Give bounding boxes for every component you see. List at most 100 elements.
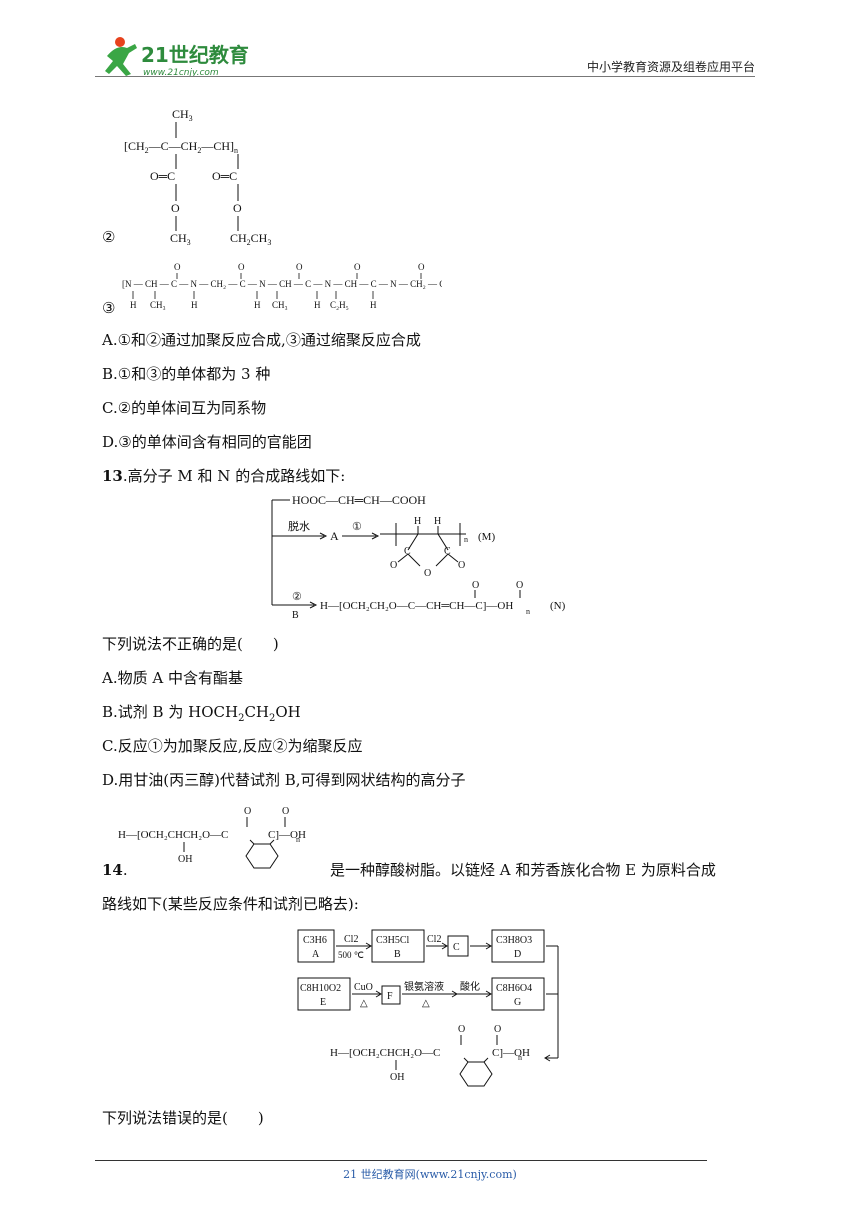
structure-3-label: ③ <box>102 299 116 317</box>
q12-option-c: C.②的单体间互为同系物 <box>102 399 267 417</box>
q12-option-b: B.①和③的单体都为 3 种 <box>102 365 271 383</box>
svg-text:C: C <box>404 546 411 557</box>
svg-text:H: H <box>370 300 377 310</box>
q13-number: 13 <box>102 467 123 485</box>
q12-option-d: D.③的单体间含有相同的官能团 <box>102 433 312 451</box>
q13-stem-text: .高分子 M 和 N 的合成路线如下: <box>122 467 346 485</box>
A-formula: C3H6 <box>303 935 327 946</box>
silver-ammonia: 银氨溶液 <box>404 980 444 993</box>
svg-text:H: H <box>191 300 198 310</box>
C-label: C <box>453 942 460 953</box>
structure-3-polymer: [N — CH — C — N — CH₂ — C — N — CH — C —… <box>122 262 442 310</box>
svg-text:CH2CH3: CH2CH3 <box>230 231 271 245</box>
header-divider <box>95 76 755 77</box>
svg-text:OH: OH <box>178 854 192 865</box>
runner-icon <box>105 37 137 76</box>
q13-B: B <box>292 610 299 620</box>
svg-text:H—[OCH₂CHCH₂O—C: H—[OCH₂CHCH₂O—C <box>330 1047 440 1059</box>
svg-text:O: O <box>282 806 289 817</box>
svg-text:O: O <box>418 262 425 272</box>
A-label: A <box>312 949 320 960</box>
svg-text:O: O <box>296 262 303 272</box>
svg-text:n: n <box>464 535 468 544</box>
q14-question: 下列说法错误的是( ) <box>102 1109 264 1127</box>
D-label: D <box>514 949 521 960</box>
temp-500: 500 ℃ <box>338 950 364 960</box>
B-formula: C3H5Cl <box>376 935 410 946</box>
svg-text:C: C <box>444 546 451 557</box>
svg-text:H: H <box>254 300 261 310</box>
q13-option-d: D.用甘油(丙三醇)代替试剂 B,可得到网状结构的高分子 <box>102 771 466 789</box>
cl2-a: Cl2 <box>344 934 358 945</box>
G-formula: C8H6O4 <box>496 983 532 994</box>
svg-text:H—[OCH₂CHCH₂O—C: H—[OCH₂CHCH₂O—C <box>118 829 228 841</box>
q13-option-c: C.反应①为加聚反应,反应②为缩聚反应 <box>102 737 363 755</box>
box-G <box>491 977 545 1011</box>
svg-text:O: O <box>494 1024 501 1035</box>
footer-divider <box>95 1160 707 1161</box>
svg-text:O: O <box>390 560 397 571</box>
D-formula: C3H8O3 <box>496 935 532 946</box>
svg-text:C]—OH: C]—OH <box>492 1047 530 1059</box>
q14-alkyd-resin-structure: H—[OCH₂CHCH₂O—C C]—OH n O O OH <box>118 806 306 869</box>
svg-text:CH₃: CH₃ <box>272 300 288 310</box>
svg-text:H: H <box>414 516 421 527</box>
q13-N-label: (N) <box>550 600 566 612</box>
box-E <box>297 977 351 1011</box>
cuo: CuO <box>354 982 373 993</box>
E-formula: C8H10O2 <box>300 983 341 994</box>
svg-text:O: O <box>238 262 245 272</box>
svg-text:O: O <box>516 580 523 591</box>
q14-stem-line1: 14. <box>102 861 128 879</box>
svg-text:O: O <box>458 1024 465 1035</box>
svg-text:[N — CH — C — N — CH₂ — C — N: [N — CH — C — N — CH₂ — C — N — CH — C —… <box>122 279 442 289</box>
q13-A: A <box>330 529 339 543</box>
q14-reaction-scheme: C3H6 A Cl2 500 ℃ C3H5Cl B Cl2 C C3H8O3 D… <box>297 929 559 1087</box>
svg-text:H: H <box>434 516 441 527</box>
q13-cond-dehydrate: 脱水 <box>288 519 310 533</box>
q14-number: 14 <box>102 861 123 879</box>
delta-1: △ <box>360 998 368 1009</box>
q14-stem-line2: 路线如下(某些反应条件和试剂已略去): <box>102 895 359 913</box>
structure-2-polymer: CH3 [CH2—C—CH2—CH]n O═C O═C O O CH3 CH2C… <box>124 107 271 245</box>
svg-text:O: O <box>171 201 180 215</box>
svg-text:n: n <box>296 835 300 844</box>
svg-text:O: O <box>472 580 479 591</box>
svg-text:OH: OH <box>390 1072 404 1083</box>
page-header: 21世纪教育 www.21cnjy.com 中小学教育资源及组卷应用平台 <box>95 34 755 82</box>
logo-url: www.21cnjy.com <box>143 68 219 78</box>
structure-2-label: ② <box>102 228 116 246</box>
q13-option-b: B.试剂 B 为 HOCH2CH2OH <box>102 703 301 724</box>
site-logo: 21世纪教育 www.21cnjy.com <box>105 37 249 78</box>
svg-text:O: O <box>424 568 431 579</box>
svg-text:O═C: O═C <box>150 169 175 183</box>
q13-M-label: (M) <box>478 531 495 543</box>
q13-step2: ② <box>292 591 302 603</box>
svg-text:O: O <box>233 201 242 215</box>
svg-text:O: O <box>244 806 251 817</box>
box-A <box>297 929 335 963</box>
q13-synthesis-route: HOOC—CH═CH—COOH 脱水 A ① H H C C O O O n (… <box>271 493 566 620</box>
box-B <box>371 929 425 963</box>
svg-text:[CH2—C—CH2—CH]n: [CH2—C—CH2—CH]n <box>124 139 238 155</box>
svg-text:n: n <box>518 1053 522 1062</box>
q14-stem-text-1: 是一种醇酸树脂。以链烃 A 和芳香族化合物 E 为原料合成 <box>330 861 716 879</box>
svg-text:O: O <box>354 262 361 272</box>
svg-text:C₂H₅: C₂H₅ <box>330 300 349 310</box>
E-label: E <box>320 997 326 1008</box>
svg-text:O═C: O═C <box>212 169 237 183</box>
q12-option-a: A.①和②通过加聚反应合成,③通过缩聚反应合成 <box>102 331 421 349</box>
delta-2: △ <box>422 998 430 1009</box>
svg-text:O: O <box>174 262 181 272</box>
F-label: F <box>387 991 393 1002</box>
header-platform-text: 中小学教育资源及组卷应用平台 <box>586 60 755 74</box>
q13-start-compound: HOOC—CH═CH—COOH <box>292 493 426 507</box>
svg-text:C]—OH: C]—OH <box>268 829 306 841</box>
box-C <box>447 935 469 957</box>
q13-question: 下列说法不正确的是( ) <box>102 635 279 653</box>
box-F <box>381 985 401 1005</box>
logo-title: 21世纪教育 <box>141 43 249 67</box>
svg-text:O: O <box>458 560 465 571</box>
footer-text[interactable]: 21 世纪教育网(www.21cnjy.com) <box>343 1168 517 1181</box>
box-D <box>491 929 545 963</box>
